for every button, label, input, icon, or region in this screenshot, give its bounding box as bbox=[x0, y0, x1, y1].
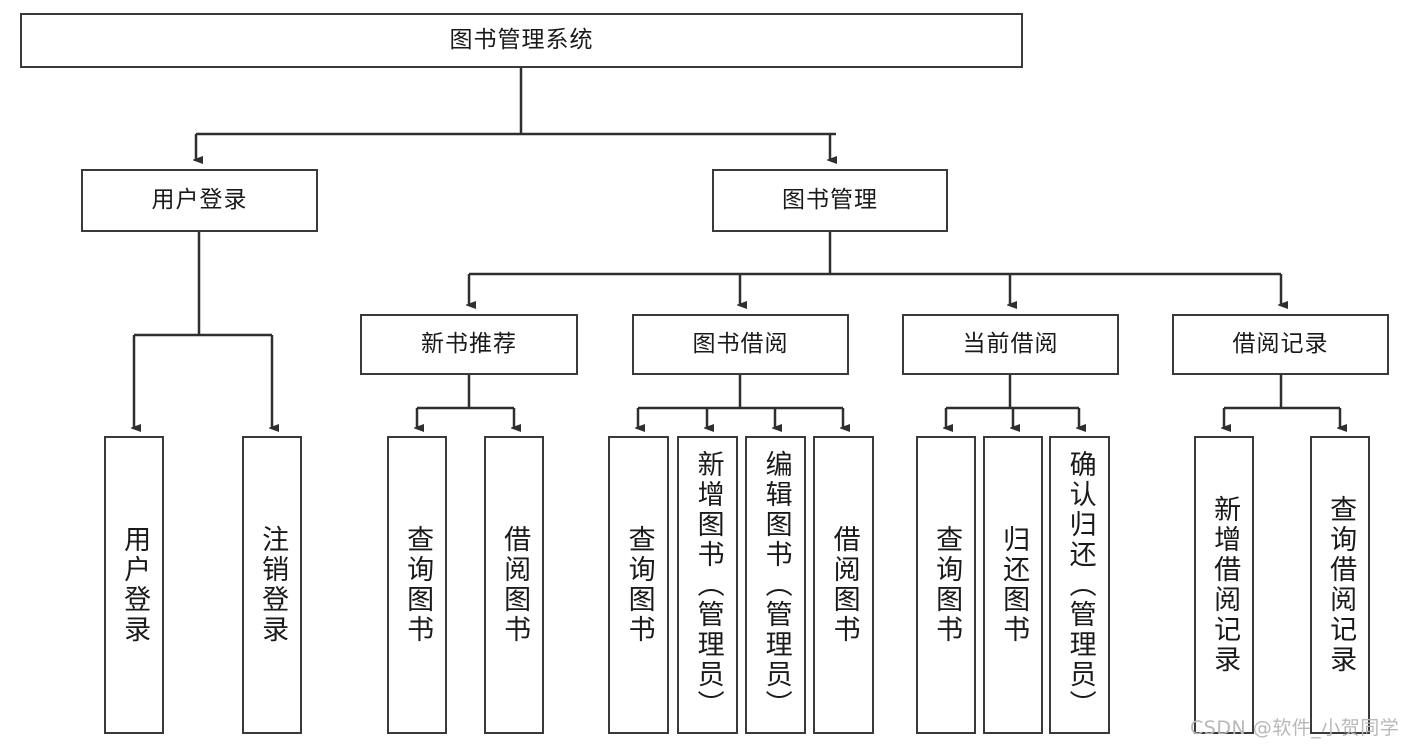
node-current-borrow-label: 当前借阅 bbox=[962, 331, 1059, 358]
node-book-borrow-label: 图书借阅 bbox=[692, 331, 789, 358]
node-borrow-record-label: 借阅记录 bbox=[1232, 331, 1329, 358]
leaf-user-login[interactable]: 用户登录 bbox=[104, 436, 164, 734]
leaf-nb-query-book-label: 查询图书 bbox=[402, 525, 434, 645]
leaf-bb-add-book[interactable]: 新增图书（管理员） bbox=[677, 436, 738, 734]
node-user-login-label: 用户登录 bbox=[151, 187, 248, 214]
node-borrow-record[interactable]: 借阅记录 bbox=[1172, 314, 1389, 375]
node-book-manage[interactable]: 图书管理 bbox=[712, 169, 948, 232]
leaf-bb-query-book-label: 查询图书 bbox=[623, 525, 655, 645]
leaf-bb-borrow-book-label: 借阅图书 bbox=[828, 525, 860, 645]
node-book-borrow[interactable]: 图书借阅 bbox=[632, 314, 849, 375]
leaf-cb-query-book[interactable]: 查询图书 bbox=[916, 436, 976, 734]
leaf-nb-borrow-book-label: 借阅图书 bbox=[499, 525, 531, 645]
node-current-borrow[interactable]: 当前借阅 bbox=[902, 314, 1119, 375]
leaf-br-query-record-label: 查询借阅记录 bbox=[1325, 495, 1357, 675]
leaf-cb-return-book[interactable]: 归还图书 bbox=[983, 436, 1043, 734]
leaf-br-add-record-label: 新增借阅记录 bbox=[1209, 495, 1241, 675]
leaf-bb-add-book-label: 新增图书（管理员） bbox=[692, 450, 724, 720]
leaf-br-add-record[interactable]: 新增借阅记录 bbox=[1194, 436, 1254, 734]
leaf-br-query-record[interactable]: 查询借阅记录 bbox=[1310, 436, 1370, 734]
node-root-label: 图书管理系统 bbox=[449, 27, 594, 54]
leaf-bb-edit-book-label: 编辑图书（管理员） bbox=[760, 450, 792, 720]
leaf-nb-borrow-book[interactable]: 借阅图书 bbox=[484, 436, 544, 734]
node-root[interactable]: 图书管理系统 bbox=[20, 13, 1023, 68]
leaf-bb-edit-book[interactable]: 编辑图书（管理员） bbox=[745, 436, 806, 734]
node-book-manage-label: 图书管理 bbox=[782, 187, 878, 214]
leaf-bb-borrow-book[interactable]: 借阅图书 bbox=[813, 436, 874, 734]
leaf-nb-query-book[interactable]: 查询图书 bbox=[387, 436, 447, 734]
node-user-login[interactable]: 用户登录 bbox=[81, 169, 318, 232]
node-new-book-recommend[interactable]: 新书推荐 bbox=[360, 314, 578, 375]
leaf-bb-query-book[interactable]: 查询图书 bbox=[608, 436, 669, 734]
leaf-cb-return-book-label: 归还图书 bbox=[998, 525, 1030, 645]
csdn-watermark: CSDN @软件_小贺同学 bbox=[1190, 717, 1400, 739]
leaf-cb-confirm-return-label: 确认归还（管理员） bbox=[1064, 450, 1096, 720]
leaf-user-login-label: 用户登录 bbox=[119, 525, 151, 645]
node-new-book-recommend-label: 新书推荐 bbox=[421, 331, 517, 358]
leaf-logout[interactable]: 注销登录 bbox=[242, 436, 302, 734]
leaf-cb-query-book-label: 查询图书 bbox=[931, 525, 963, 645]
leaf-logout-label: 注销登录 bbox=[257, 525, 289, 645]
leaf-cb-confirm-return[interactable]: 确认归还（管理员） bbox=[1049, 436, 1110, 734]
